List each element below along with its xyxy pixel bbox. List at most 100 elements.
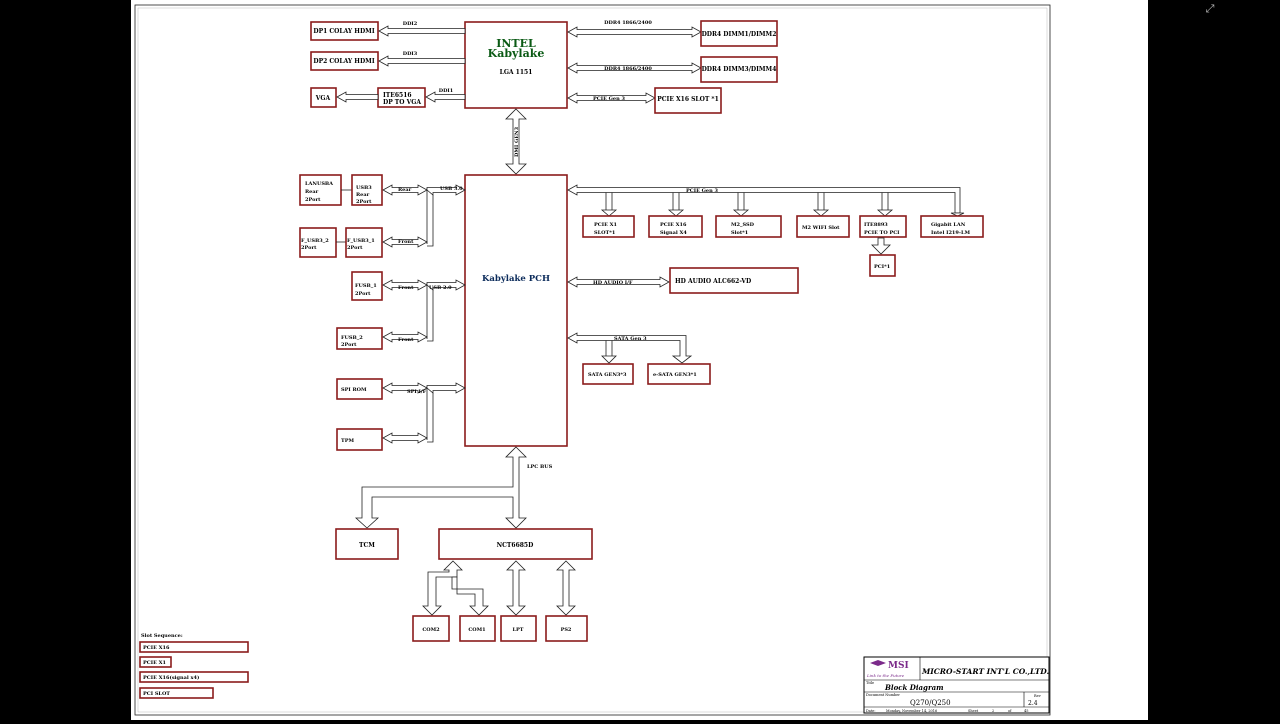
ite8893-label-1: ITE8893 [864, 222, 888, 228]
m2-wifi-label: M2 WIFI Slot [802, 225, 840, 231]
com1-arrow [451, 576, 489, 616]
ite8893-box [859, 215, 907, 238]
pch-title: Kabylake PCH [482, 274, 550, 284]
slot-seq-2-box [139, 656, 172, 668]
vga-label: VGA [315, 95, 331, 102]
ddi2-label: DDI2 [403, 21, 418, 27]
f-usb3-1-box [345, 227, 383, 258]
pcie-x16-x4-box [648, 215, 703, 238]
spi-bus-text: SPI I/F [407, 389, 427, 395]
ps2-label: PS2 [561, 627, 572, 633]
f-usb3-1-label-1: F_USB3_1 [347, 238, 375, 244]
usb3-bus-text: USB 3.0 [440, 186, 463, 192]
hd-audio-bus-text: HD AUDIO I/F [593, 280, 633, 286]
cpu-socket: LGA 1151 [500, 69, 533, 76]
sata-label: SATA GEN3*3 [588, 372, 627, 378]
ddi3-label: DDI3 [403, 51, 418, 57]
slot-sequence-title: Slot Sequence: [141, 633, 183, 639]
lpt-arrow [506, 560, 526, 616]
lanusb-box [299, 174, 342, 206]
sata-bus-text: SATA Gen 3 [614, 336, 647, 342]
ite6516-label-2: DP TO VGA [383, 99, 421, 106]
usb2-front1-text: Front [398, 285, 414, 291]
lanusb-label-1: LANUSBA [305, 181, 333, 187]
dmi-arrow [505, 108, 527, 175]
tcm-box [335, 528, 399, 560]
title-block [863, 656, 1050, 714]
sheet-value: 2 [992, 709, 994, 713]
sata-drop [605, 340, 613, 356]
lanusb-label-2: Rear [305, 189, 319, 195]
lanusb-label-3: 2Port [305, 197, 321, 203]
spi-pch-arrow [426, 382, 466, 394]
ite8893-label-2: PCIE TO PCI [864, 230, 900, 236]
sata-drop-head [601, 355, 617, 364]
gigabit-lan-label-2: Intel I219-LM [931, 230, 970, 236]
gigabit-lan-label-1: Gigabit LAN [931, 222, 966, 228]
pch-pcie-bus-text: PCIE Gen 3 [686, 188, 718, 194]
document-number: Q270/Q250 [910, 699, 951, 707]
pcie-x1-slot-box [582, 215, 635, 238]
slot-seq-2-label: PCIE X1 [143, 660, 166, 666]
sheet-border [134, 4, 1051, 716]
of-field-label: of [1008, 709, 1012, 713]
fusb1-label-2: 2Port [355, 291, 371, 297]
cpu-title-1: INTEL [496, 37, 536, 50]
sheet-field-label: Sheet [968, 709, 979, 713]
slot-seq-4-label: PCI SLOT [143, 691, 170, 697]
document-title: Block Diagram [884, 683, 944, 692]
usb3-pch-arrow [426, 184, 466, 196]
dimm34-label: DDR4 DIMM3/DIMM4 [702, 66, 777, 73]
f-usb3-1-label-2: 2Port [347, 245, 363, 251]
gigabit-lan-box [920, 215, 984, 238]
f-usb3-2-box [299, 227, 337, 258]
ddr4-bus-1-arrow [567, 26, 702, 38]
ps2-arrow [556, 560, 576, 616]
msi-diamond-icon [870, 660, 886, 666]
usb2-front2-text: Front [398, 337, 414, 343]
ite-pci-arrow [871, 237, 891, 255]
title-field-label: Title [866, 681, 874, 685]
lpt-label: LPT [513, 627, 524, 633]
nct6685d-label: NCT6685D [497, 542, 534, 549]
usb3-rear-text: Rear [398, 187, 412, 193]
usb2-bus-text: USB 2.0 [429, 285, 452, 291]
dimm12-label: DDR4 DIMM1/DIMM2 [702, 31, 777, 38]
fusb2-label-1: FUSB_2 [341, 335, 363, 341]
pch-pcie-bus [567, 184, 961, 214]
dimm12-box [700, 20, 778, 47]
fusb1-label-1: FUSB_1 [355, 283, 377, 289]
expand-icon[interactable]: ⤢ [1205, 2, 1215, 15]
pch-pcie-drop-heads [600, 209, 965, 217]
lpc-bus-arrow [354, 446, 527, 529]
f-usb3-2-label-2: 2Port [301, 245, 317, 251]
esata-box [647, 363, 711, 385]
com2-box [412, 615, 450, 642]
tpm-arrow [382, 432, 428, 444]
slot-seq-3-box [139, 671, 249, 683]
slot-seq-4-box [139, 687, 214, 699]
usb2-bus-riser [426, 283, 434, 342]
hd-audio-arrow [567, 276, 670, 288]
com1-label: COM1 [468, 627, 485, 633]
dmi-label: DMI GEN3 [514, 126, 520, 157]
f-usb3-2-label-1: F_USB3_2 [301, 238, 329, 244]
sheet-total: 45 [1024, 709, 1028, 713]
rev-field-label: Rev [1034, 694, 1041, 698]
revision: 2.4 [1028, 700, 1038, 707]
pci-slot-box [869, 254, 896, 277]
slot-seq-3-label: PCIE X16(signal x4) [143, 674, 199, 681]
fusb2-box [336, 327, 383, 350]
tpm-box [336, 428, 383, 451]
cpu-box [464, 21, 568, 109]
dp1-box [310, 21, 379, 41]
usb3-rear-label-2: Rear [356, 192, 370, 198]
cpu-title-2: Kabylake [488, 47, 545, 60]
fusb2-label-2: 2Port [341, 342, 357, 348]
com2-arrow [422, 560, 463, 616]
m2-wifi-box [796, 215, 850, 238]
ddr4-bus-1-label: DDR4 1866/2400 [604, 20, 652, 26]
pcie-x16-slot-box [654, 87, 722, 114]
msi-logo: MSI [888, 661, 909, 671]
docnum-field-label: Document Number [866, 693, 900, 697]
